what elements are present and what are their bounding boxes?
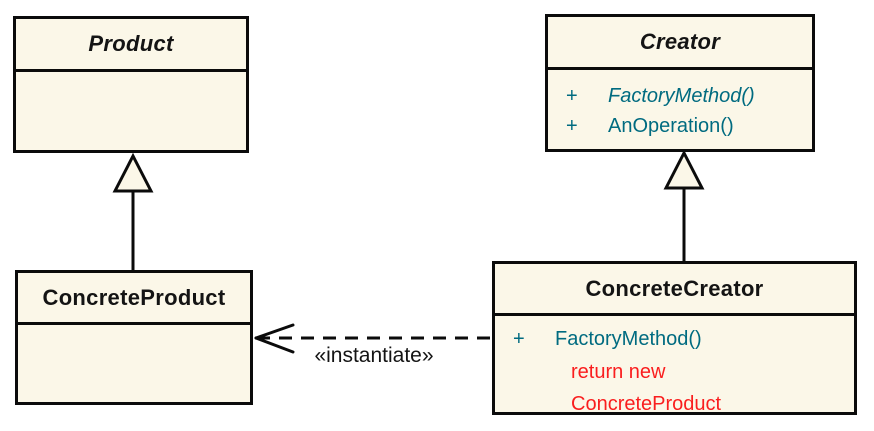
class-box-concrete-creator: ConcreteCreator + FactoryMethod() return… <box>492 261 857 415</box>
class-box-concrete-product: ConcreteProduct <box>15 270 253 405</box>
class-body-creator: + FactoryMethod() + AnOperation() <box>548 70 812 141</box>
class-box-product: Product <box>13 16 249 153</box>
generalization-arrow-concreteproduct-to-product <box>112 152 154 270</box>
visibility-plus: + <box>566 85 578 107</box>
class-box-creator: Creator + FactoryMethod() + AnOperation(… <box>545 14 815 152</box>
class-name-product: Product <box>16 19 246 72</box>
method-signature: FactoryMethod() <box>555 328 702 350</box>
method-signature: FactoryMethod() <box>608 85 755 107</box>
method-anoperation: + AnOperation() <box>548 111 812 141</box>
generalization-arrow-concretecreator-to-creator <box>663 149 705 261</box>
instantiate-label: «instantiate» <box>314 344 434 367</box>
class-name-concrete-product: ConcreteProduct <box>18 273 250 325</box>
method-factorymethod: + FactoryMethod() <box>495 323 854 356</box>
visibility-plus: + <box>513 328 525 350</box>
class-name-concrete-creator: ConcreteCreator <box>495 264 854 316</box>
method-signature: AnOperation() <box>608 115 734 137</box>
class-name-creator: Creator <box>548 17 812 70</box>
class-body-concrete-creator: + FactoryMethod() return new ConcretePro… <box>495 316 854 420</box>
pseudocode-note-line-1: return new <box>571 361 666 383</box>
visibility-plus: + <box>566 115 578 137</box>
pseudocode-note-line-2: ConcreteProduct <box>571 393 722 415</box>
method-factorymethod-abstract: + FactoryMethod() <box>548 81 812 111</box>
